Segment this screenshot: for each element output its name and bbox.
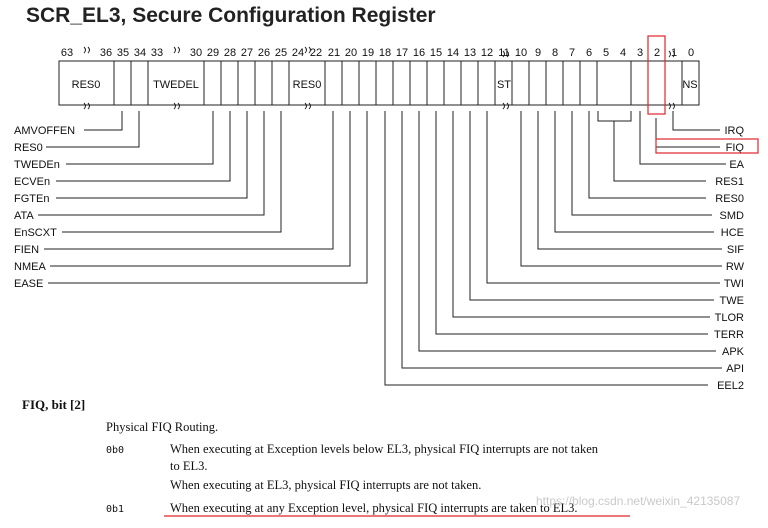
bit-number-8: 8 (552, 47, 558, 59)
field-fgten: FGTEn (14, 193, 49, 205)
field-nmea: NMEA (14, 261, 46, 273)
bit-number-0: 0 (688, 47, 694, 59)
left-leaders (38, 111, 368, 284)
bit-number-15: 15 (430, 47, 442, 59)
page-title: SCR_EL3, Secure Configuration Register (26, 4, 436, 27)
field-ea: EA (729, 159, 744, 171)
field-summary: Physical FIQ Routing. (106, 420, 219, 434)
field-heading: FIQ, bit [2] (22, 397, 86, 412)
field-fiq: FIQ (726, 142, 745, 154)
field-irq: IRQ (724, 125, 744, 137)
field-apk: APK (722, 346, 745, 358)
field-smd: SMD (720, 210, 745, 222)
bit-number-7: 7 (569, 47, 575, 59)
field-tlor: TLOR (715, 312, 744, 324)
bit-number-6: 6 (586, 47, 592, 59)
field-ata: ATA (14, 210, 34, 222)
bit-number-17: 17 (396, 47, 408, 59)
field-res1: RES1 (715, 176, 744, 188)
field-fien: FIEN (14, 244, 39, 256)
bit-number-27: 27 (241, 47, 253, 59)
bit-number-63: 63 (61, 47, 73, 59)
cell-twedel: TWEDEL (153, 79, 199, 91)
bit-number-28: 28 (224, 47, 236, 59)
right-leaders (384, 111, 726, 386)
fiq-label-highlight (655, 138, 759, 154)
bit-number-4: 4 (620, 47, 626, 59)
field-res0-left: RES0 (14, 142, 43, 154)
cell-ns: NS (682, 79, 697, 91)
field-eel2: EEL2 (717, 380, 744, 392)
field-enscxt: EnSCXT (14, 227, 57, 239)
field-api: API (726, 363, 744, 375)
bit-number-26: 26 (258, 47, 270, 59)
bit-number-9: 9 (535, 47, 541, 59)
cell-dividers (113, 61, 683, 105)
fiq-bit-highlight (647, 35, 666, 115)
bit-number-36: 36 (100, 47, 112, 59)
field-res0-right: RES0 (715, 193, 744, 205)
field-terr: TERR (714, 329, 744, 341)
bit-number-30: 30 (190, 47, 202, 59)
bit-number-10: 10 (515, 47, 527, 59)
value-code-0b1: 0b1 (106, 504, 125, 515)
field-tweden: TWEDEn (14, 159, 60, 171)
bit-number-14: 14 (447, 47, 459, 59)
bit-number-3: 3 (637, 47, 643, 59)
bit-number-21: 21 (328, 47, 340, 59)
bit-number-18: 18 (379, 47, 391, 59)
value-0b0-line-3: When executing at EL3, physical FIQ inte… (170, 478, 482, 492)
field-twi: TWI (724, 278, 744, 290)
bit-number-2: 2 (654, 47, 660, 59)
field-ease: EASE (14, 278, 43, 290)
bit-number-22: 22 (310, 47, 322, 59)
bit-number-34: 34 (134, 47, 146, 59)
field-sif: SIF (727, 244, 744, 256)
cell-res0-high: RES0 (72, 79, 101, 91)
field-ecven: ECVEn (14, 176, 50, 188)
value-0b0-line-1: When executing at Exception levels below… (170, 442, 598, 456)
bit-number-24: 24 (292, 47, 304, 59)
value-0b1-line-1: When executing at any Exception level, p… (170, 501, 578, 515)
break-marks (83, 46, 675, 110)
cell-st: ST (497, 79, 511, 91)
bit-number-35: 35 (117, 47, 129, 59)
value-code-0b0: 0b0 (106, 445, 125, 456)
bit-number-12: 12 (481, 47, 493, 59)
register-box (58, 60, 700, 106)
field-amvoffen: AMVOFFEN (14, 125, 75, 137)
bit-number-29: 29 (207, 47, 219, 59)
bit-number-16: 16 (413, 47, 425, 59)
bit-number-33: 33 (151, 47, 163, 59)
field-hce: HCE (721, 227, 744, 239)
bit-number-13: 13 (464, 47, 476, 59)
field-twe: TWE (720, 295, 744, 307)
watermark: https://blog.csdn.net/weixin_42135087 (536, 494, 741, 508)
bit-number-25: 25 (275, 47, 287, 59)
field-rw: RW (726, 261, 745, 273)
bit-number-5: 5 (603, 47, 609, 59)
value-0b0-line-2: to EL3. (170, 459, 208, 473)
bit-number-20: 20 (345, 47, 357, 59)
bit-number-19: 19 (362, 47, 374, 59)
cell-res0-mid: RES0 (293, 79, 322, 91)
